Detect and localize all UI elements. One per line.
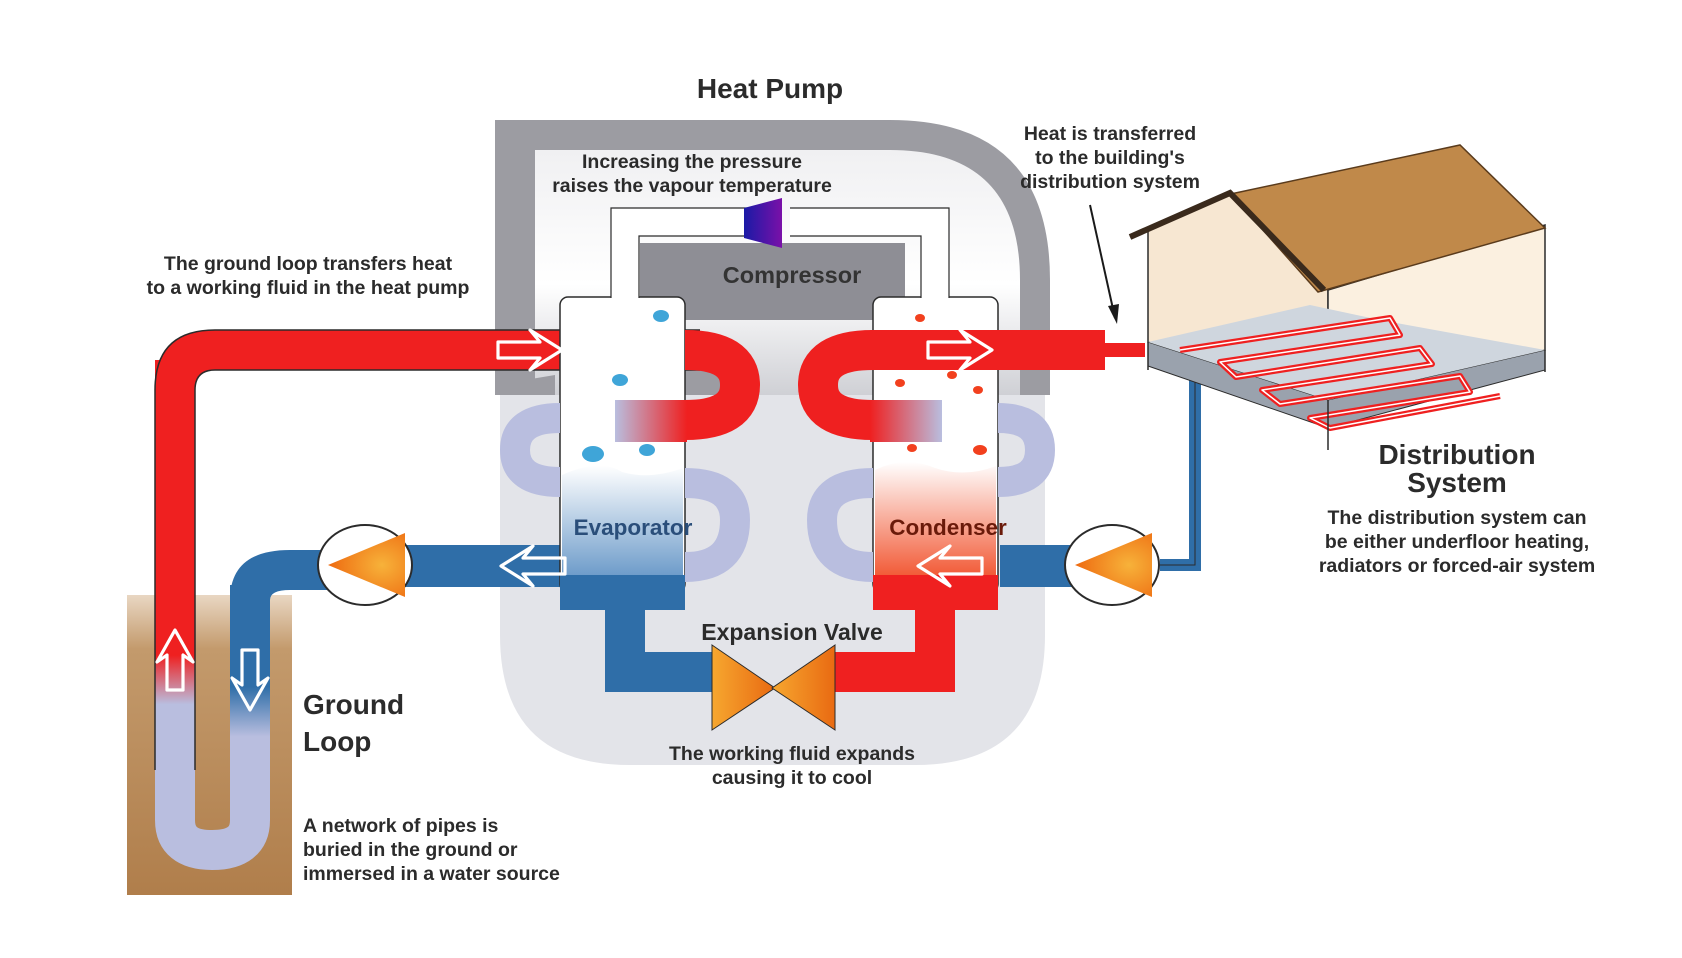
transfer-pointer-head [1108, 304, 1119, 324]
distribution-desc-line2: be either underfloor heating, [1325, 531, 1589, 553]
ground-loop-pump [317, 524, 413, 606]
ground-loop-desc-line3: immersed in a water source [303, 863, 560, 885]
expansion-lines [605, 600, 955, 692]
distribution-desc-line1: The distribution system can [1328, 507, 1587, 529]
expansion-caption-line2: causing it to cool [712, 767, 872, 789]
transfer-caption-line3: distribution system [1020, 171, 1200, 193]
condenser-label: Condenser [889, 515, 1007, 540]
transfer-caption-line2: to the building's [1035, 147, 1185, 169]
compressor-label: Compressor [723, 262, 861, 288]
transfer-caption-line1: Heat is transferred [1024, 123, 1196, 145]
flow-arrow-icons [155, 328, 994, 712]
distribution-desc-line3: radiators or forced-air system [1319, 555, 1595, 577]
ground-loop-title-line2: Loop [303, 726, 371, 757]
ground-loop-pipes [154, 329, 700, 871]
compressor-caption-line1: Increasing the pressure [582, 151, 802, 173]
ground-loop-desc-line1: A network of pipes is [303, 815, 499, 837]
diagram-title: Heat Pump [697, 73, 843, 104]
distribution-title-line2: System [1407, 467, 1507, 498]
distribution-pump [1064, 524, 1160, 606]
transfer-pointer-arrow [1089, 204, 1116, 319]
evaporator-label: Evaporator [574, 515, 693, 540]
expansion-valve-label: Expansion Valve [701, 619, 883, 645]
ground-loop-caption-line2: to a working fluid in the heat pump [147, 277, 470, 299]
compressor-icon [744, 198, 782, 248]
condenser-hot-line [870, 330, 1145, 370]
expansion-caption-line1: The working fluid expands [669, 743, 915, 765]
refrigerant-vapour-pipes [610, 207, 950, 298]
building-house [1128, 144, 1547, 450]
compressor-caption-line2: raises the vapour temperature [552, 175, 832, 197]
ground-loop-desc-line2: buried in the ground or [303, 839, 518, 861]
expansion-valve-icon [711, 644, 836, 731]
ground-loop-title-line1: Ground [303, 689, 404, 720]
ground-loop-caption-line1: The ground loop transfers heat [164, 253, 453, 275]
evaporator [499, 222, 761, 610]
distribution-title-line1: Distribution [1378, 439, 1535, 470]
